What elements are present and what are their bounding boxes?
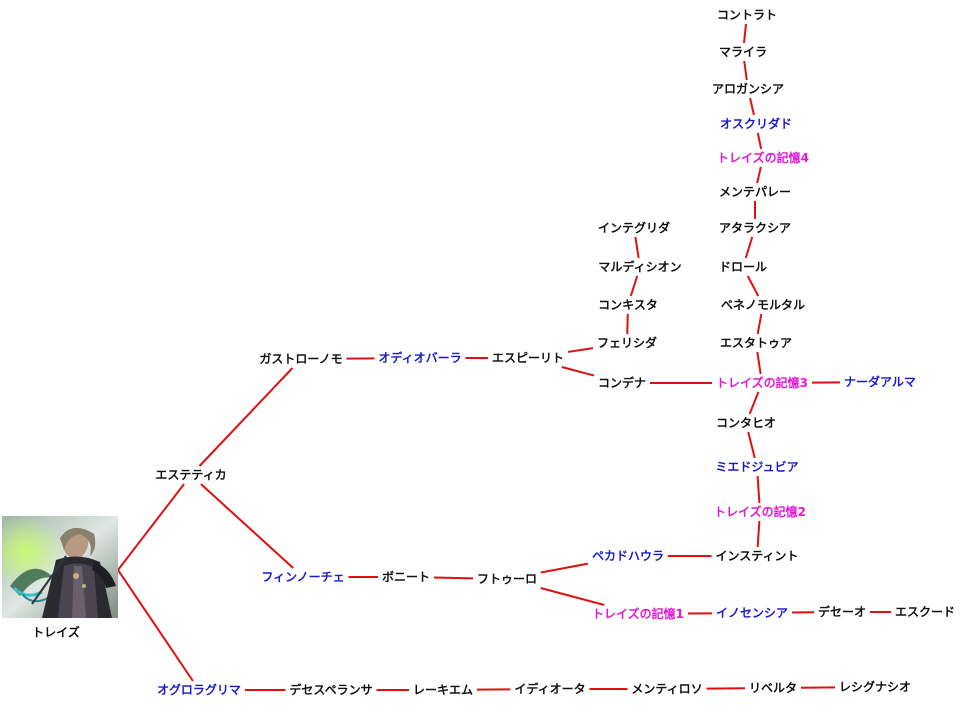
edge-espirit-condena: [561, 366, 595, 377]
skill-node-odiobara[interactable]: オディオバーラ: [378, 351, 462, 365]
edge-miedo-memory2: [756, 475, 761, 504]
edge-futuro-pecado: [540, 562, 589, 574]
skill-node-escudo[interactable]: エスクード: [894, 605, 956, 619]
skill-node-oscuridad[interactable]: オスクリダド: [719, 117, 793, 131]
skill-node-maldision[interactable]: マルディシオン: [598, 260, 682, 274]
skill-node-resignacion[interactable]: レシグナシオ: [838, 680, 912, 694]
skill-node-venenomortal[interactable]: べネノモルタル: [720, 298, 806, 312]
skill-node-requiem[interactable]: レーキエム: [412, 683, 474, 697]
edge-traiz-estetica: [117, 483, 185, 571]
skill-node-ataraxia[interactable]: アタラクシア: [718, 221, 792, 235]
edge-traiz-agroragrima: [117, 569, 194, 682]
edge-dolor-ataraxia: [744, 236, 754, 259]
edge-mentepare-memory4: [756, 166, 762, 184]
skill-node-estetica[interactable]: エステティカ: [155, 468, 227, 482]
skill-node-desesperanza[interactable]: デセスペランサ: [289, 683, 373, 697]
edge-arrogancia-marayra: [743, 60, 748, 81]
skill-node-pecado[interactable]: ペカドハウラ: [591, 549, 665, 563]
skill-node-estatua[interactable]: エスタトゥア: [719, 336, 793, 350]
character-portrait[interactable]: [2, 516, 118, 618]
skill-node-felicida[interactable]: フェリシダ: [596, 336, 658, 350]
edge-conquista-maldision: [629, 275, 639, 297]
skill-node-contagio[interactable]: コンタヒオ: [715, 416, 777, 430]
skill-node-bonito[interactable]: ボニート: [381, 570, 431, 584]
edge-futuro-memory1: [540, 587, 605, 606]
edge-estetica-gastronomo: [198, 367, 294, 467]
edge-estetica-finoche: [200, 483, 294, 569]
skill-node-memory2[interactable]: トレイズの記憶2: [714, 505, 806, 519]
skill-node-arrogancia[interactable]: アロガンシア: [711, 82, 785, 96]
edge-estatua-venenomortal: [756, 313, 763, 335]
edge-maldision-integrida: [634, 236, 640, 259]
skill-node-inocencia[interactable]: イノセンシア: [715, 606, 789, 620]
skill-node-idiota[interactable]: イディオータ: [514, 682, 586, 696]
skill-node-finoche[interactable]: フィンノーチェ: [261, 570, 345, 584]
edge-memory2-instinto: [756, 520, 761, 548]
skill-node-agroragrima[interactable]: オグロラグリマ: [157, 683, 241, 697]
skill-node-condena[interactable]: コンデナ: [597, 376, 647, 390]
skill-node-memory4[interactable]: トレイズの記憶4: [717, 151, 809, 165]
edge-contagio-miedo: [747, 431, 756, 459]
skill-node-futuro[interactable]: フトゥーロ: [476, 572, 538, 586]
edge-oscuridad-arrogancia: [749, 97, 755, 116]
skill-node-deseo[interactable]: デセーオ: [817, 605, 867, 619]
edge-memory3-contagio: [748, 391, 760, 415]
skill-node-mentepare[interactable]: メンテパレー: [718, 185, 792, 199]
edge-espirit-felicida: [567, 347, 594, 353]
skill-node-integrida[interactable]: インテグリダ: [597, 221, 671, 235]
edge-memory3-estatua: [756, 351, 762, 375]
skill-node-espirit[interactable]: エスピーリト: [491, 351, 565, 365]
skill-node-nadaalma[interactable]: ナーダアルマ: [844, 375, 916, 389]
skill-node-marayra[interactable]: マライラ: [718, 45, 768, 59]
skill-node-contrato[interactable]: コントラト: [716, 8, 778, 22]
skill-node-mentiroso[interactable]: メンティロソ: [631, 682, 703, 696]
skill-node-gastronomo[interactable]: ガストローノモ: [259, 352, 343, 366]
skill-node-instinto[interactable]: インスティント: [715, 549, 799, 563]
skill-node-rebelta[interactable]: リベルタ: [748, 681, 798, 695]
edge-bonito-futuro: [433, 576, 474, 580]
skill-node-miedo[interactable]: ミエドジュビア: [715, 460, 799, 474]
skill-node-conquista[interactable]: コンキスタ: [598, 298, 658, 312]
edge-memory4-oscuridad: [756, 132, 763, 150]
edge-felicida-conquista: [626, 313, 629, 335]
skill-node-memory3[interactable]: トレイズの記憶3: [716, 376, 808, 390]
root-node-label: トレイズ: [32, 625, 80, 640]
edge-venenomortal-dolor: [746, 275, 760, 297]
skill-node-dolor[interactable]: ドロール: [718, 260, 768, 274]
edge-marayra-contrato: [742, 23, 748, 44]
portrait-image: [2, 516, 118, 618]
skill-node-memory1[interactable]: トレイズの記憶1: [592, 607, 684, 621]
